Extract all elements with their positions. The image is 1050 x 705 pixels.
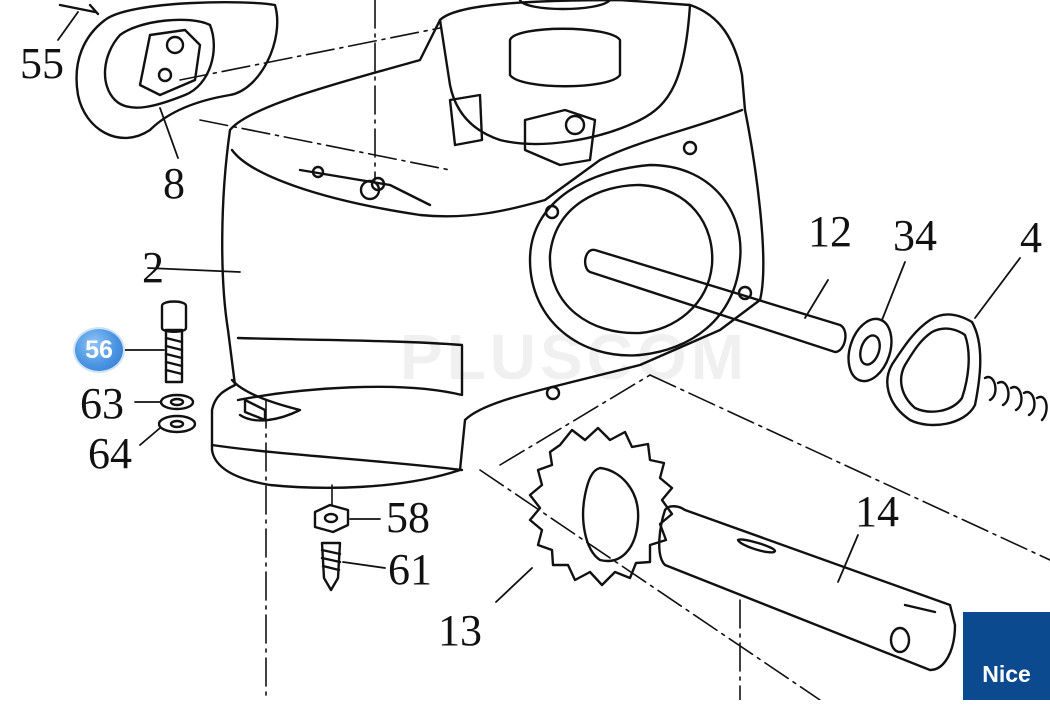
part-13-gear — [495, 426, 674, 603]
callout-2: 2 — [142, 243, 164, 292]
callout-12: 12 — [808, 207, 852, 256]
spring — [983, 375, 1048, 422]
part-61-screw — [320, 541, 386, 592]
brand-logo: Nice — [963, 612, 1050, 700]
callout-14: 14 — [855, 487, 899, 536]
callout-34: 34 — [893, 211, 937, 260]
callout-4: 4 — [1020, 213, 1042, 262]
part-58-nut — [313, 503, 381, 534]
part-64-washer — [139, 414, 197, 446]
part-4-gasket — [886, 257, 1021, 427]
assembly-axis-lines — [179, 0, 1050, 701]
callout-8: 8 — [163, 159, 185, 208]
callout-56-badge[interactable]: 56 — [75, 329, 123, 371]
callout-61: 61 — [388, 545, 432, 594]
callout-58: 58 — [386, 493, 430, 542]
callout-13: 13 — [438, 606, 482, 655]
part-12-shaft — [583, 248, 847, 354]
part-8-handle-cover — [57, 1, 279, 159]
part-63-washer — [134, 393, 195, 411]
part-34-bearing — [847, 261, 906, 383]
callout-55: 55 — [20, 39, 64, 88]
part-2-housing — [147, 0, 765, 489]
part-56-bolt — [119, 300, 188, 384]
watermark: PLUSCOM — [400, 321, 748, 393]
part-14-output-shaft — [658, 505, 957, 672]
callout-63: 63 — [80, 379, 124, 428]
callout-64: 64 — [88, 429, 132, 478]
